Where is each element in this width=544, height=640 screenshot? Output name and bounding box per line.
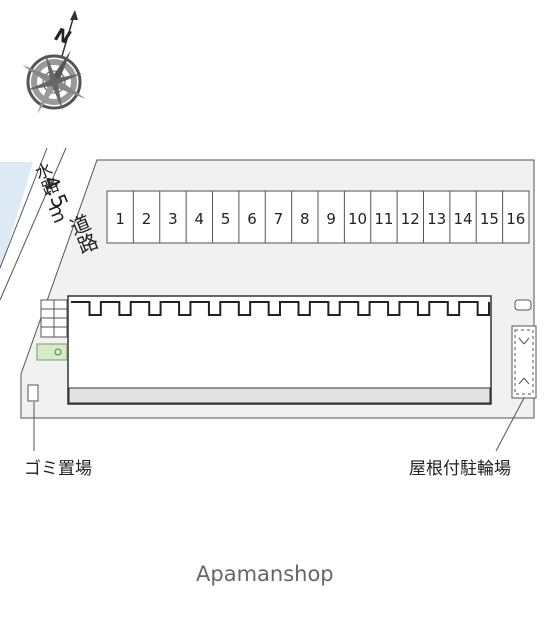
parking-space-6: 6 <box>247 210 257 228</box>
bike-leader <box>495 397 525 452</box>
parking-space-2: 2 <box>141 210 152 228</box>
compass-rose-icon <box>22 50 86 114</box>
brand-label: Apamanshop <box>196 562 334 586</box>
entrance-stairs <box>40 299 68 338</box>
waterway <box>0 162 33 272</box>
parking-space-3: 3 <box>168 210 178 228</box>
parking-space-8: 8 <box>300 210 310 228</box>
parking-space-5: 5 <box>220 210 231 228</box>
parking-row <box>106 190 530 244</box>
tree-icon <box>54 348 62 356</box>
meter-box <box>514 299 532 311</box>
parking-space-13: 13 <box>427 210 447 228</box>
building <box>67 295 492 405</box>
parking-space-14: 14 <box>453 210 473 228</box>
parking-space-9: 9 <box>326 210 336 228</box>
parking-space-11: 11 <box>374 210 394 228</box>
parking-space-1: 1 <box>115 210 125 228</box>
bike-shelter <box>511 325 537 399</box>
garbage-label: ゴミ置場 <box>24 459 92 479</box>
parking-space-7: 7 <box>273 210 284 228</box>
parking-space-12: 12 <box>400 210 420 228</box>
bike-parking-label: 屋根付駐輪場 <box>409 459 511 479</box>
planting <box>36 343 68 361</box>
garbage-box <box>27 384 39 402</box>
parking-space-10: 10 <box>348 210 368 228</box>
parking-space-15: 15 <box>479 210 499 228</box>
parking-space-16: 16 <box>506 210 526 228</box>
parking-space-4: 4 <box>194 210 205 228</box>
